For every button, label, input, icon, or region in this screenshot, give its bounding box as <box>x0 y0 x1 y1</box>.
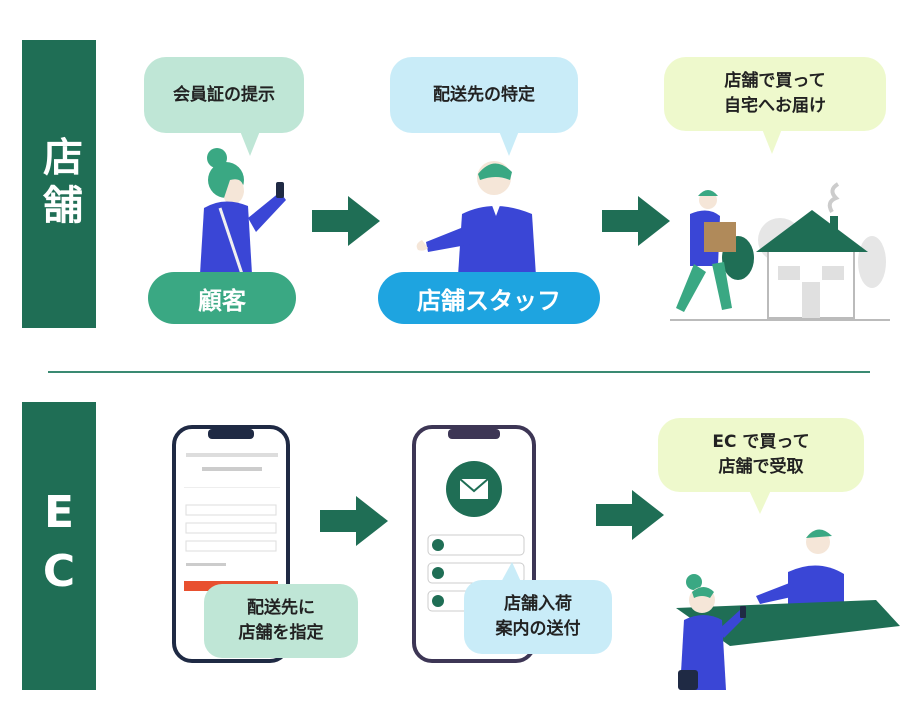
section-divider <box>48 371 870 373</box>
section-label-store: 店舗 <box>22 40 96 328</box>
arrow-right-icon <box>312 196 380 246</box>
staff-figure-icon <box>416 161 536 276</box>
bubble-designate-store: 配送先に 店舗を指定 <box>204 584 358 658</box>
staff-label-pill: 店舗スタッフ <box>378 272 600 324</box>
store-pickup-scene-icon <box>676 529 900 690</box>
section-label-ec: EC <box>22 402 96 690</box>
bubble-home-delivery: 店舗で買って 自宅へお届け <box>664 57 886 131</box>
customer-label-pill: 顧客 <box>148 272 296 324</box>
delivery-scene-icon <box>670 182 890 321</box>
customer-figure-icon <box>200 148 286 275</box>
arrow-right-icon <box>596 490 664 540</box>
arrow-right-icon <box>320 496 388 546</box>
bubble-arrival-notice: 店舗入荷 案内の送付 <box>464 580 612 654</box>
arrow-right-icon <box>602 196 670 246</box>
bubble-destination: 配送先の特定 <box>390 57 578 133</box>
bubble-store-pickup: EC で買って 店舗で受取 <box>658 418 864 492</box>
bubble-member-card: 会員証の提示 <box>144 57 304 133</box>
